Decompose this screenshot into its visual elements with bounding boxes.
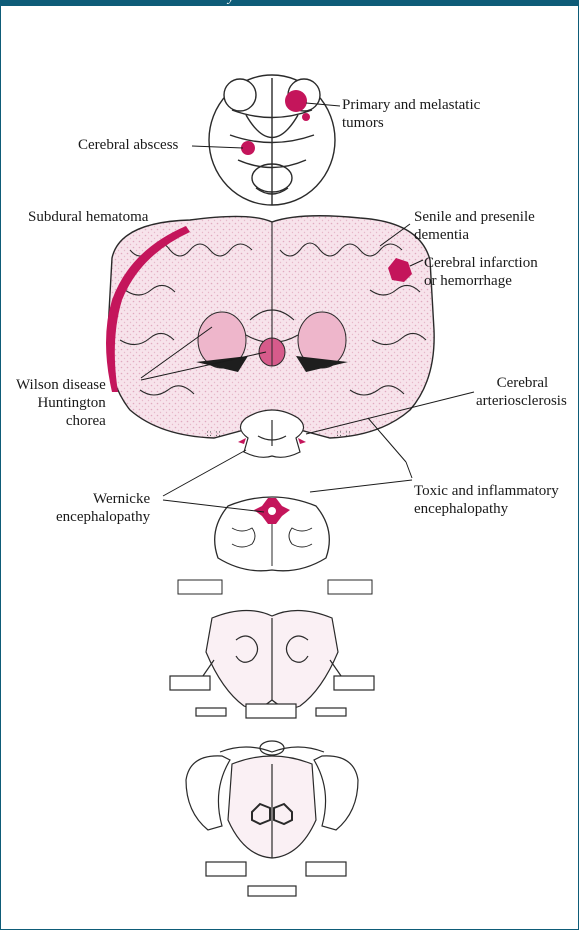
label-arteriosclerosis: Cerebral arteriosclerosis — [478, 374, 567, 410]
label-text: arteriosclerosis — [476, 392, 567, 410]
medulla-section-lower — [186, 741, 358, 896]
label-text: dementia — [414, 226, 535, 244]
label-text: Wernicke — [56, 490, 150, 508]
label-text: Toxic and inflammatory — [414, 482, 559, 500]
axial-section-top — [209, 75, 335, 205]
label-text: Wilson disease — [16, 376, 106, 394]
label-tumors: Primary and melastatic tumors — [342, 96, 480, 132]
svg-text::: ::: :: :: — [206, 429, 221, 439]
label-text: Senile and presenile — [414, 208, 535, 226]
label-text: Cerebral — [478, 374, 567, 392]
label-cerebral-infarction: Cerebral infarction or hemorrhage — [424, 254, 538, 290]
label-text: Huntington — [16, 394, 106, 412]
label-senile-dementia: Senile and presenile dementia — [414, 208, 535, 244]
label-text: chorea — [16, 412, 106, 430]
label-text: tumors — [342, 114, 480, 132]
svg-text::: ::: :: :: — [336, 429, 351, 439]
label-text: encephalopathy — [414, 500, 559, 518]
label-text: Cerebral abscess — [78, 136, 178, 154]
label-text: or hemorrhage — [424, 272, 538, 290]
label-wernicke: Wernicke encephalopathy — [56, 490, 150, 526]
label-subdural-hematoma: Subdural hematoma — [28, 208, 148, 226]
tumor-lesion — [285, 90, 307, 112]
label-text: encephalopathy — [56, 508, 150, 526]
tumor-lesion-small — [302, 113, 310, 121]
label-text: Primary and melastatic — [342, 96, 480, 114]
pons-section — [178, 497, 372, 594]
label-text: Subdural hematoma — [28, 208, 148, 226]
abscess-lesion — [241, 141, 255, 155]
label-text: Cerebral infarction — [424, 254, 538, 272]
medulla-section-upper — [170, 610, 374, 718]
label-toxic-inflammatory: Toxic and inflammatory encephalopathy — [414, 482, 559, 518]
label-cerebral-abscess: Cerebral abscess — [78, 136, 178, 154]
label-wilson-huntington: Wilson disease Huntington chorea — [16, 376, 106, 430]
